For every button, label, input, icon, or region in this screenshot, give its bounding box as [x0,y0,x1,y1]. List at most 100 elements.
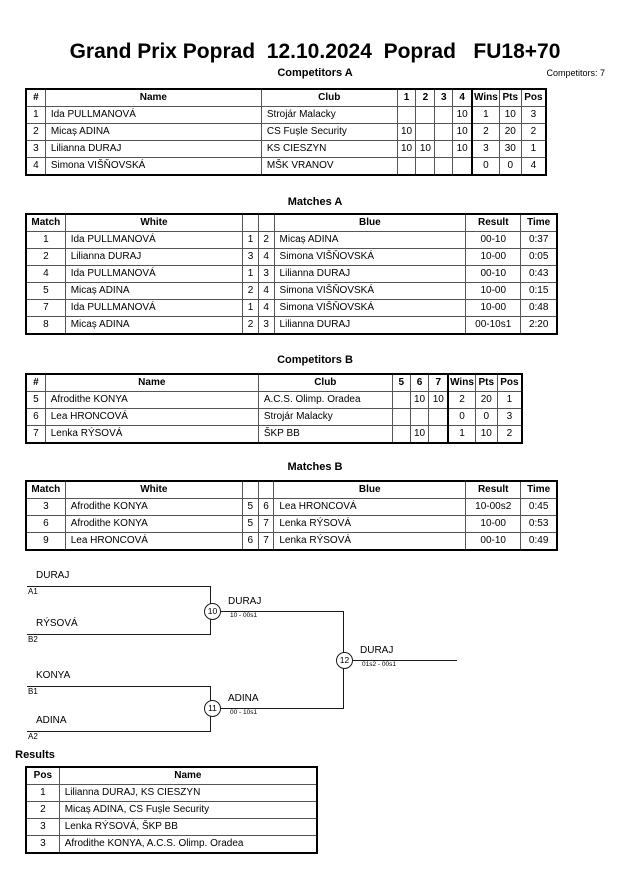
bracket-score: 00 - 10s1 [230,709,258,716]
bracket-line [352,660,457,661]
col-pts: Pts [498,88,522,107]
bracket-seed-name: KONYA [36,670,71,681]
col-blue: Blue [273,480,467,499]
bracket-line [220,708,343,709]
col-wins: Wins [471,88,500,107]
cell-name: Afrodithe KONYA, A.C.S. Olimp. Oradea [58,835,318,854]
cell-blue-number: 4 [257,282,275,300]
bracket-seed-name: ADINA [36,715,67,726]
bracket-seed-name: DURAJ [36,570,70,581]
cell-pos: 1 [520,140,547,158]
cell-name: Micaș ADINA [44,123,262,141]
cell-result: 10-00 [465,248,522,266]
cell-score-1 [415,157,436,176]
cell-name: Lilianna DURAJ, KS CIESZYN [58,784,318,802]
cell-score-1: 10 [409,391,430,409]
cell-club: A.C.S. Olimp. Oradea [257,391,393,409]
competitors-b-caption: Competitors B [277,354,353,366]
col-club: Club [257,373,393,392]
cell-match-number: 6 [25,515,66,533]
cell-wins: 0 [471,157,500,176]
cell-blue-number: 7 [257,532,275,551]
bracket-winner-name: DURAJ [228,596,262,607]
competitors-count: Competitors: 7 [546,68,605,78]
table-header-row: # Name Club 1 2 3 4 Wins Pts Pos [25,88,547,107]
table-header-row: # Name Club 5 6 7 Wins Pts Pos [25,373,523,392]
col-number: # [25,88,46,107]
cell-white-number: 2 [242,282,259,300]
cell-number: 4 [25,157,46,176]
col-name: Name [44,373,259,392]
bracket-winner-name: ADINA [228,693,259,704]
cell-name: Lea HRONCOVÁ [44,408,259,426]
cell-score-1 [415,123,436,141]
col-blue: Blue [273,213,467,232]
bracket-match-number[interactable]: 11 [204,700,221,717]
cell-wins: 2 [471,123,500,141]
col-result: Result [465,213,522,232]
bracket-match-number[interactable]: 10 [204,603,221,620]
cell-name: Lilianna DURAJ [44,140,262,158]
cell-score-2 [428,425,449,444]
bracket-seed-slot: B1 [28,687,38,696]
col-opp-4: 4 [452,88,473,107]
cell-white-number: 5 [241,515,259,533]
cell-white-number: 2 [242,316,259,335]
bracket-line [27,686,210,687]
col-white: White [64,480,243,499]
bracket-match-number[interactable]: 12 [336,652,353,669]
cell-club: KS CIESZYN [260,140,398,158]
bracket-line [220,611,343,612]
col-name: Name [58,766,318,785]
cell-score-0: 10 [396,140,417,158]
cell-blue-number: 4 [257,299,275,317]
cell-name: Afrodithe KONYA [44,391,259,409]
cell-match-number: 4 [25,265,66,283]
bracket-score: 01s2 - 00s1 [362,661,396,668]
cell-match-number: 1 [25,231,66,249]
cell-blue-name: Simona VIŠŇOVSKÁ [273,299,467,317]
bracket-line [27,731,210,732]
knockout-bracket: DURAJ A1 RÝSOVÁ B2 KONYA B1 ADINA A2 10 … [0,560,630,745]
cell-white-number: 3 [242,248,259,266]
cell-score-1 [409,408,430,426]
cell-time: 0:48 [520,299,558,317]
col-match: Match [25,213,66,232]
cell-match-number: 2 [25,248,66,266]
col-club: Club [260,88,398,107]
cell-score-3: 10 [452,140,473,158]
col-time: Time [520,480,558,499]
cell-score-2 [428,408,449,426]
cell-white-name: Afrodithe KONYA [64,498,243,516]
cell-score-0 [396,157,417,176]
cell-time: 0:15 [520,282,558,300]
cell-result: 00-10 [465,265,522,283]
cell-match-number: 3 [25,498,66,516]
cell-club: CS Fușle Security [260,123,398,141]
cell-number: 5 [25,391,46,409]
cell-blue-number: 3 [257,265,275,283]
bracket-seed-slot: B2 [28,635,38,644]
cell-blue-name: Micaș ADINA [273,231,467,249]
cell-pos: 4 [520,157,547,176]
cell-blue-name: Lenka RÝSOVÁ [273,515,467,533]
cell-time: 0:05 [520,248,558,266]
cell-blue-number: 3 [257,316,275,335]
cell-wins: 2 [447,391,476,409]
cell-number: 7 [25,425,46,444]
cell-time: 0:49 [520,532,558,551]
cell-time: 2:20 [520,316,558,335]
cell-white-name: Afrodithe KONYA [64,515,243,533]
cell-blue-name: Lilianna DURAJ [273,316,467,335]
col-time: Time [520,213,558,232]
